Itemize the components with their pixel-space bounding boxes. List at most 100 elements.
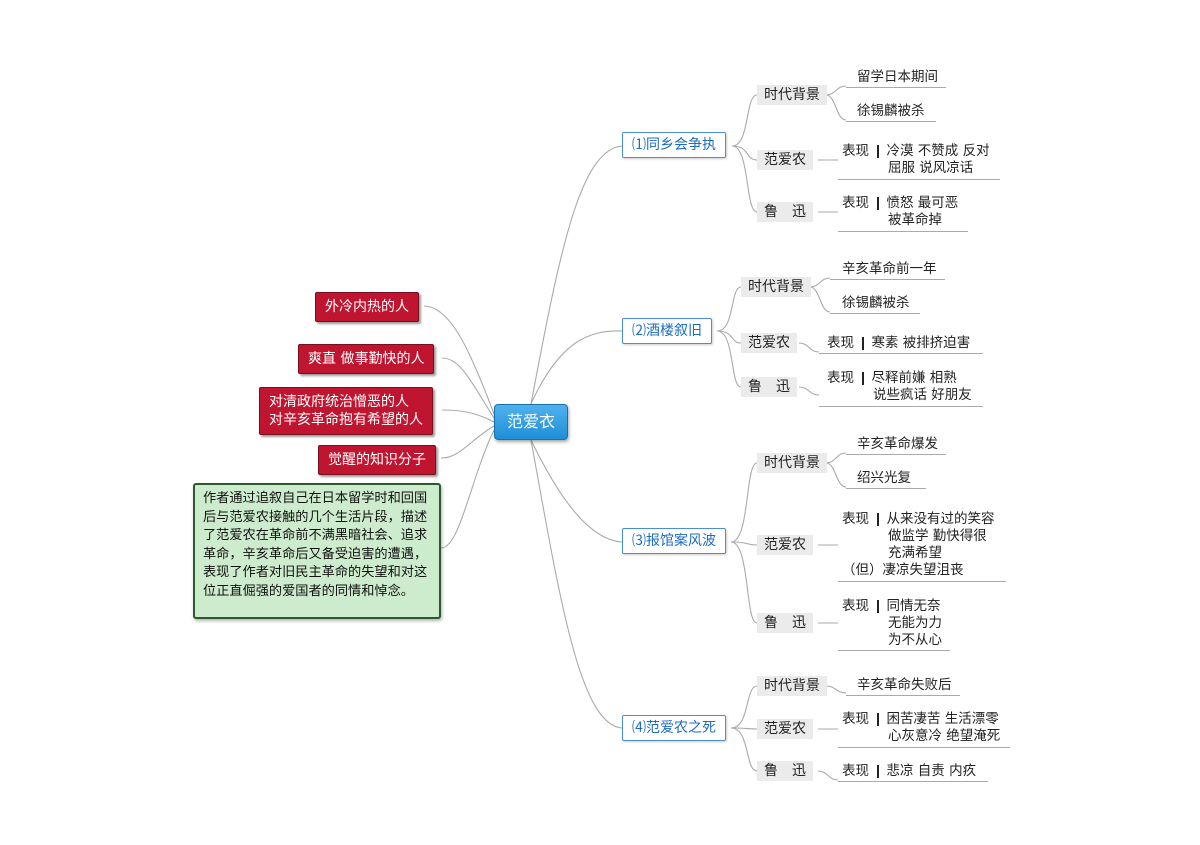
s4-fan-head: 表现 (842, 711, 869, 727)
s3-fan-label[interactable]: 范爱农 (757, 535, 813, 555)
center-node[interactable]: 范爱衣 (494, 404, 568, 440)
s3-fan-note: （但）凄凉失望沮丧 (842, 562, 964, 578)
s1-background-leaf-1[interactable]: 留学日本期间 (857, 69, 938, 85)
trait-node-1-text: 外冷内热的人 (325, 299, 409, 315)
connector-s3-bg-leaf2 (825, 462, 847, 488)
connector-s2-lu (716, 330, 742, 388)
s3-lu-text-1: 同情无奈 (886, 598, 941, 614)
s1-lu-detail-line-1: 表现 愤怒 最可恶 (842, 195, 958, 212)
s1-background-leaf-2[interactable]: 徐锡麟被杀 (857, 103, 925, 119)
connector-s3-bg (730, 462, 758, 543)
connector-s4-bg (730, 685, 758, 729)
s1-lu-detail[interactable]: 表现 愤怒 最可恶 被革命掉 (842, 195, 958, 229)
connector-s4-bg-leaf1 (825, 685, 847, 694)
s4-fan-detail[interactable]: 表现 困苦凄苦 生活漂零 心灰意冷 绝望淹死 (842, 711, 1000, 745)
trait-node-1[interactable]: 外冷内热的人 (315, 292, 419, 322)
connector-center-section-3 (530, 439, 623, 543)
s1-fan-text-2: 屈服 说风凉话 (888, 160, 974, 176)
trait-node-3[interactable]: 对清政府统治憎恶的人 对辛亥革命抱有希望的人 (259, 387, 433, 435)
s4-lu-label[interactable]: 鲁 迅 (757, 761, 813, 781)
section-node-2[interactable]: ⑵酒楼叙旧 (622, 318, 712, 344)
summary-note[interactable]: 作者通过追叙自己在日本留学时和回国后与范爱农接触的几个生活片段，描述了范爱农在革… (193, 483, 441, 619)
section-node-1[interactable]: ⑴同乡会争执 (622, 132, 726, 158)
s1-lu-head: 表现 (842, 195, 869, 211)
s2-fan-head: 表现 (827, 335, 854, 351)
s3-lu-detail-line-1: 表现 同情无奈 (842, 598, 942, 615)
s2-background-leaf-1[interactable]: 辛亥革命前一年 (842, 261, 937, 277)
connector-s2-lu-detail (798, 386, 820, 396)
s3-background-leaf-2[interactable]: 绍兴光复 (857, 470, 911, 486)
connector-center-trait-3 (441, 409, 495, 423)
s2-lu-label[interactable]: 鲁 迅 (741, 377, 797, 397)
connector-s1-bg-leaf1 (825, 85, 847, 96)
connector-s1-lu (731, 145, 758, 213)
connector-s1-fan (731, 145, 758, 161)
s2-lu-detail[interactable]: 表现尽释前嫌 相熟 说些疯话 好朋友 (827, 370, 972, 404)
s3-fan-detail-line-1: 表现 从来没有过的笑容 (842, 511, 995, 528)
connector-s1-bg (731, 94, 758, 147)
s1-lu-text-2: 被革命掉 (888, 212, 942, 228)
connector-s3-fan (730, 541, 758, 546)
connector-center-trait-4 (440, 425, 495, 459)
s3-lu-text-3: 为不从心 (888, 632, 942, 648)
s1-lu-text-1: 愤怒 最可恶 (886, 195, 959, 211)
s4-lu-text-1: 悲凉 自责 内疚 (886, 763, 977, 779)
connector-s2-fan (716, 330, 742, 344)
s3-fan-detail[interactable]: 表现 从来没有过的笑容 做监学 勤快得很 充满希望 （但）凄凉失望沮丧 (842, 511, 995, 579)
s4-fan-detail-line-1: 表现 困苦凄苦 生活漂零 (842, 711, 1000, 728)
s4-background-label[interactable]: 时代背景 (757, 676, 827, 696)
s2-background-leaf-2[interactable]: 徐锡麟被杀 (842, 295, 910, 311)
s1-background-label[interactable]: 时代背景 (757, 85, 827, 105)
s4-fan-label[interactable]: 范爱农 (757, 719, 813, 739)
s4-lu-detail-line-1: 表现 悲凉 自责 内疚 (842, 763, 976, 780)
s3-fan-text-1: 从来没有过的笑容 (886, 511, 995, 527)
s2-fan-detail[interactable]: 表现 寒素 被排挤迫害 (827, 335, 970, 352)
connector-s1-bg-leaf2 (825, 94, 847, 121)
s1-fan-detail[interactable]: 表现冷漠 不赞成 反对 屈服 说风凉话 (842, 143, 990, 177)
s1-fan-head: 表现 (842, 143, 869, 159)
s3-fan-text-3: 充满希望 (888, 545, 942, 561)
trait-node-3-line-2: 对辛亥革命抱有希望的人 (269, 412, 423, 428)
connector-s2-fan-detail (798, 342, 820, 353)
trait-node-4[interactable]: 觉醒的知识分子 (318, 445, 436, 475)
connector-center-section-1 (530, 145, 623, 405)
s4-fan-text-2: 心灰意冷 绝望淹死 (888, 728, 1001, 744)
s3-lu-label[interactable]: 鲁 迅 (757, 613, 813, 633)
connector-s4-lu-detail (817, 770, 839, 781)
s3-lu-detail[interactable]: 表现 同情无奈 无能为力 为不从心 (842, 598, 942, 649)
section-node-3[interactable]: ⑶报馆案风波 (622, 528, 726, 554)
s2-lu-text-1: 尽释前嫌 相熟 (871, 370, 957, 386)
section-node-4[interactable]: ⑷范爱农之死 (622, 715, 726, 741)
connector-s3-bg-leaf1 (825, 452, 847, 464)
s1-lu-label[interactable]: 鲁 迅 (757, 202, 813, 222)
connector-s2-bg-leaf2 (809, 286, 831, 313)
trait-node-3-line-1: 对清政府统治憎恶的人 (269, 394, 409, 410)
s3-lu-head: 表现 (842, 598, 869, 614)
s2-fan-text-1: 寒素 被排挤迫害 (871, 335, 971, 351)
trait-node-4-text: 觉醒的知识分子 (328, 452, 426, 468)
s2-fan-label[interactable]: 范爱农 (741, 333, 797, 353)
trait-node-2[interactable]: 爽直 做事勤快的人 (298, 344, 435, 374)
s2-lu-text-2: 说些疯话 好朋友 (873, 387, 972, 403)
connector-center-summary (440, 429, 495, 549)
s4-lu-detail[interactable]: 表现 悲凉 自责 内疚 (842, 763, 976, 780)
connector-center-trait-2 (441, 357, 495, 419)
s2-fan-detail-line-1: 表现 寒素 被排挤迫害 (827, 335, 970, 352)
s4-background-leaf-1[interactable]: 辛亥革命失败后 (857, 677, 952, 693)
s2-lu-detail-line-1: 表现尽释前嫌 相熟 (827, 370, 972, 387)
connector-s4-fan (730, 727, 758, 730)
s4-lu-head: 表现 (842, 763, 869, 779)
s3-background-label[interactable]: 时代背景 (757, 453, 827, 473)
s3-background-leaf-1[interactable]: 辛亥革命爆发 (857, 436, 938, 452)
s3-fan-head: 表现 (842, 511, 869, 527)
connector-s2-bg-leaf1 (809, 277, 831, 288)
s3-fan-text-2: 做监学 勤快得很 (888, 528, 987, 544)
s1-fan-label[interactable]: 范爱农 (757, 150, 813, 170)
connector-s4-lu (730, 727, 758, 772)
s3-lu-text-2: 无能为力 (888, 615, 942, 631)
s4-fan-text-1: 困苦凄苦 生活漂零 (886, 711, 999, 727)
s2-background-label[interactable]: 时代背景 (741, 277, 811, 297)
connector-center-section-2 (530, 330, 623, 405)
connector-center-trait-1 (423, 305, 495, 415)
